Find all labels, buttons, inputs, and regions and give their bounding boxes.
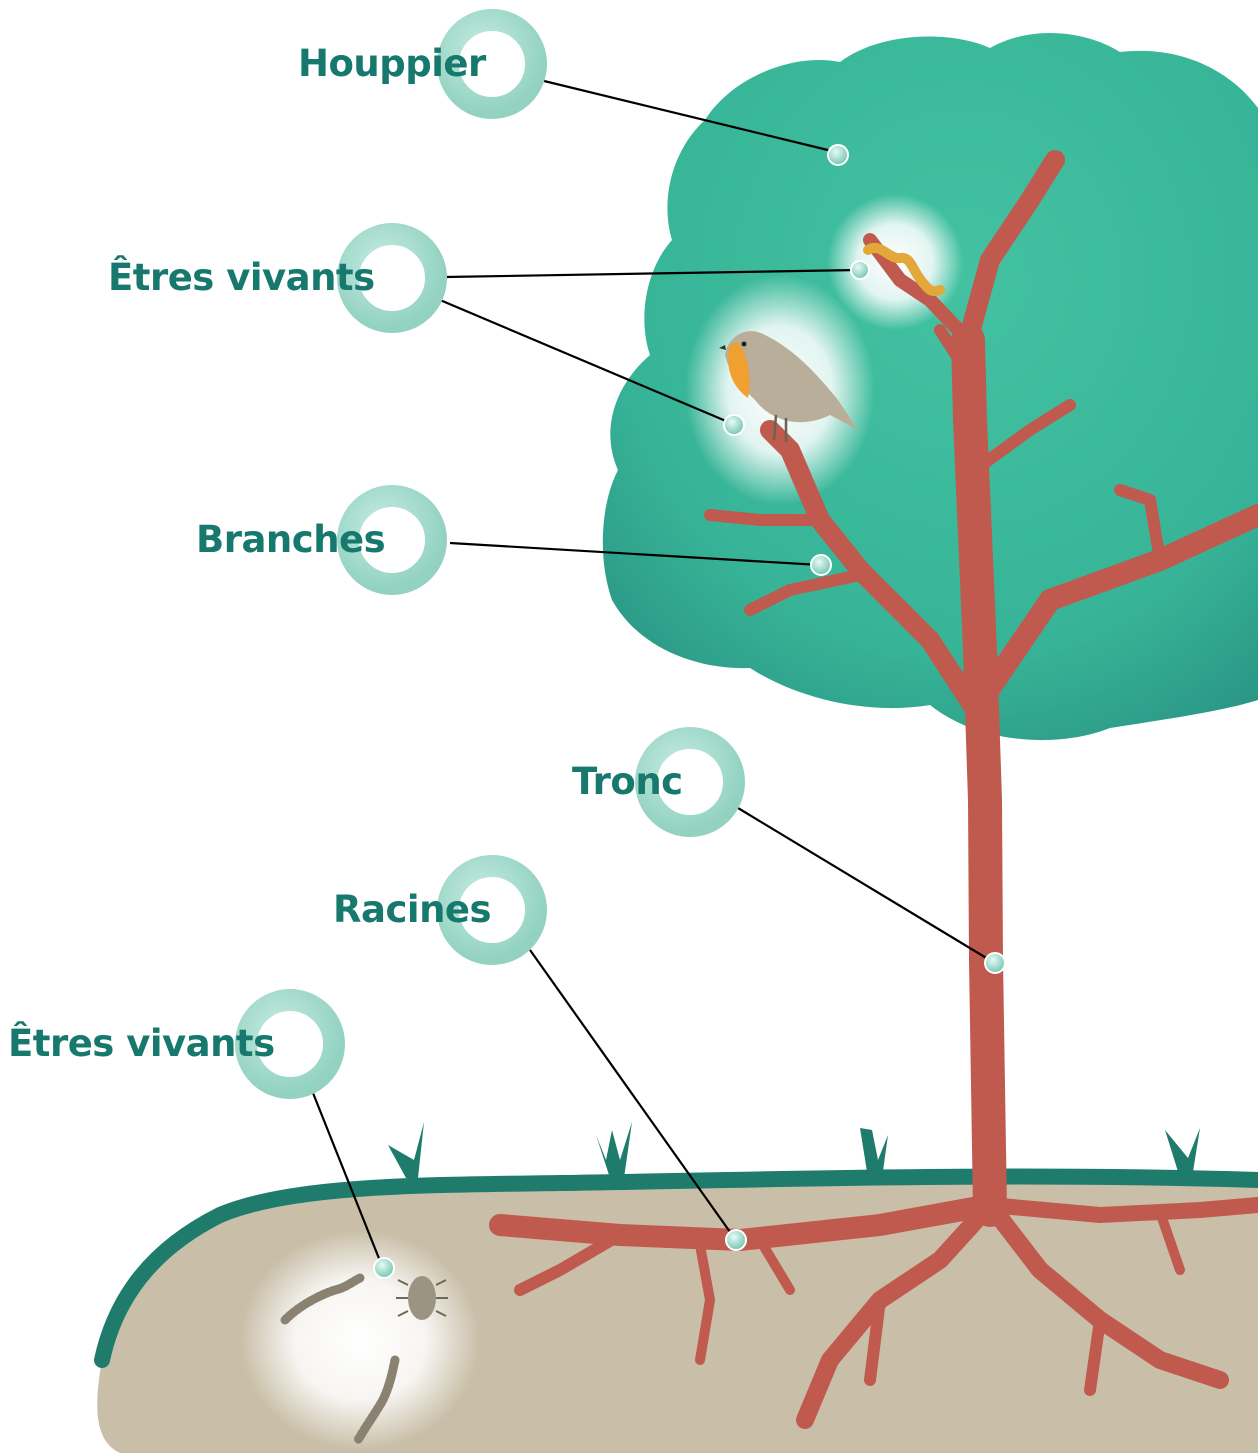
label-etres-vivants-arbre: Êtres vivants bbox=[108, 258, 375, 298]
label-racines: Racines bbox=[333, 890, 491, 930]
label-tronc: Tronc bbox=[572, 762, 683, 802]
label-houppier: Houppier bbox=[298, 44, 486, 84]
label-etres-vivants-sol: Êtres vivants bbox=[8, 1024, 275, 1064]
label-branches: Branches bbox=[196, 520, 385, 560]
